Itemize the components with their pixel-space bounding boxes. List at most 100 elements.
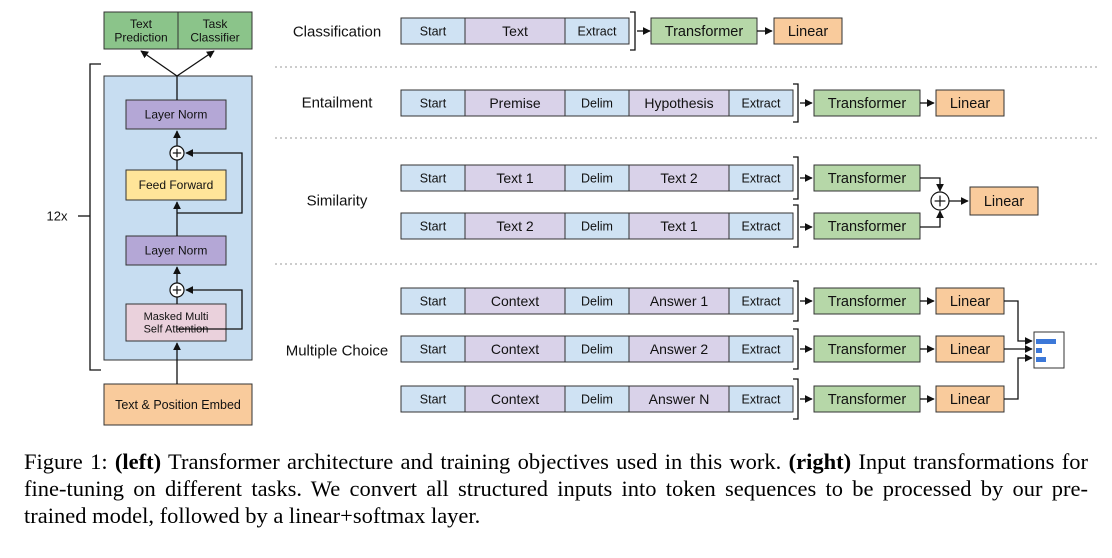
mc2-token-1 xyxy=(464,335,566,363)
residual-skip-1 xyxy=(177,149,243,214)
mc2-token-3-label: Answer 2 xyxy=(650,341,709,357)
cls-bracket xyxy=(630,11,636,51)
sim-transformer-1-label: Transformer xyxy=(828,171,907,187)
mc1-token-0 xyxy=(400,287,466,315)
mc1-token-2 xyxy=(564,287,630,315)
mc1-token-4 xyxy=(728,287,794,315)
layer-norm-bottom-label: Layer Norm xyxy=(145,244,208,258)
caption-part2: Input transformations for fine-tuning on… xyxy=(24,449,1088,528)
cls-token-1-label: Text xyxy=(502,23,528,39)
caption-prefix: Figure 1: xyxy=(24,449,115,474)
mc-linear-2 xyxy=(935,335,1005,363)
sim-linear xyxy=(969,186,1039,216)
ent-linear xyxy=(935,89,1005,117)
mc2-token-1-label: Context xyxy=(491,341,539,357)
cls-linear-label: Linear xyxy=(788,24,828,40)
softmax-bar-1 xyxy=(1036,339,1056,344)
cls-token-2 xyxy=(564,17,630,45)
cls-transformer-label: Transformer xyxy=(665,24,744,40)
sim1-token-3-label: Text 2 xyxy=(660,170,698,186)
mc3-token-0-label: Start xyxy=(420,392,447,406)
ent-token-1 xyxy=(464,89,566,117)
cls-transformer xyxy=(650,17,758,45)
mc-linear-3-label: Linear xyxy=(950,392,990,408)
ent-token-0 xyxy=(400,89,466,117)
ent-transformer-label: Transformer xyxy=(828,96,907,112)
ent-token-3 xyxy=(628,89,730,117)
sim-merge-2 xyxy=(920,210,944,228)
mc1-token-1-label: Context xyxy=(491,293,539,309)
cls-token-1 xyxy=(464,17,566,45)
cls-token-0-label: Start xyxy=(420,24,447,38)
sim-transformer-2 xyxy=(813,212,921,240)
sim2-token-2 xyxy=(564,212,630,240)
mc-transformer-2-label: Transformer xyxy=(828,342,907,358)
text-position-embed xyxy=(103,383,253,426)
mc2-token-0 xyxy=(400,335,466,363)
mc2-token-0-label: Start xyxy=(420,342,447,356)
sim1-token-4 xyxy=(728,164,794,192)
sim2-token-3 xyxy=(628,212,730,240)
sim1-token-2-label: Delim xyxy=(581,171,613,185)
sim-linear-label: Linear xyxy=(984,194,1024,210)
mc2-token-3 xyxy=(628,335,730,363)
flow-to-head2 xyxy=(176,50,215,77)
mc3-token-2 xyxy=(564,385,630,413)
sim-transformer-2-label: Transformer xyxy=(828,219,907,235)
sim2-token-3-label: Text 1 xyxy=(660,218,698,234)
mc3-token-1-label: Context xyxy=(491,391,539,407)
mc1-token-3-label: Answer 1 xyxy=(650,293,709,309)
masked-attention xyxy=(125,303,227,342)
mc-transformer-2 xyxy=(813,335,921,363)
ent-token-0-label: Start xyxy=(420,96,447,110)
mc-transformer-3 xyxy=(813,385,921,413)
mc3-token-3 xyxy=(628,385,730,413)
head-text-prediction xyxy=(103,11,179,50)
ent-token-1-label: Premise xyxy=(489,95,541,111)
task-name-entailment: Entailment xyxy=(302,94,374,111)
mc-merge-1 xyxy=(1004,300,1033,345)
layer-norm-top-label: Layer Norm xyxy=(145,108,208,122)
text-position-embed-label: Text & Position Embed xyxy=(115,398,241,412)
mc-linear-2-label: Linear xyxy=(950,342,990,358)
sim1-token-0 xyxy=(400,164,466,192)
ent-token-4-label: Extract xyxy=(742,96,781,110)
mc1-token-3 xyxy=(628,287,730,315)
sim2-token-1-label: Text 2 xyxy=(496,218,534,234)
sim-bracket-1 xyxy=(793,156,799,200)
sim2-token-2-label: Delim xyxy=(581,219,613,233)
mc-transformer-1-label: Transformer xyxy=(828,294,907,310)
ent-transformer xyxy=(813,89,921,117)
mc1-token-1 xyxy=(464,287,566,315)
caption-right-tag: (right) xyxy=(788,449,852,474)
residual-skip-2 xyxy=(177,286,243,330)
mc-linear-3 xyxy=(935,385,1005,413)
ent-token-4 xyxy=(728,89,794,117)
mc3-token-4-label: Extract xyxy=(742,392,781,406)
layer-norm-top xyxy=(125,99,227,130)
sim-bracket-2 xyxy=(793,204,799,248)
sim1-token-2 xyxy=(564,164,630,192)
ent-token-2-label: Delim xyxy=(581,96,613,110)
softmax-bar-2 xyxy=(1036,348,1042,353)
flow-to-head1 xyxy=(140,50,178,77)
sim-merge-1 xyxy=(920,177,944,192)
feed-forward xyxy=(125,169,227,201)
mc3-token-2-label: Delim xyxy=(581,392,613,406)
mc3-token-3-label: Answer N xyxy=(649,391,710,407)
sim2-token-4-label: Extract xyxy=(742,219,781,233)
mc-bracket-1 xyxy=(793,280,799,322)
feed-forward-label: Feed Forward xyxy=(139,178,214,192)
ent-bracket xyxy=(793,83,799,123)
sim-transformer-1 xyxy=(813,164,921,192)
sim2-token-4 xyxy=(728,212,794,240)
task-name-classification: Classification xyxy=(293,23,381,40)
sim1-token-1 xyxy=(464,164,566,192)
caption-part1: Transformer architecture and training ob… xyxy=(161,449,789,474)
sim1-token-4-label: Extract xyxy=(742,171,781,185)
cls-linear xyxy=(773,17,843,45)
